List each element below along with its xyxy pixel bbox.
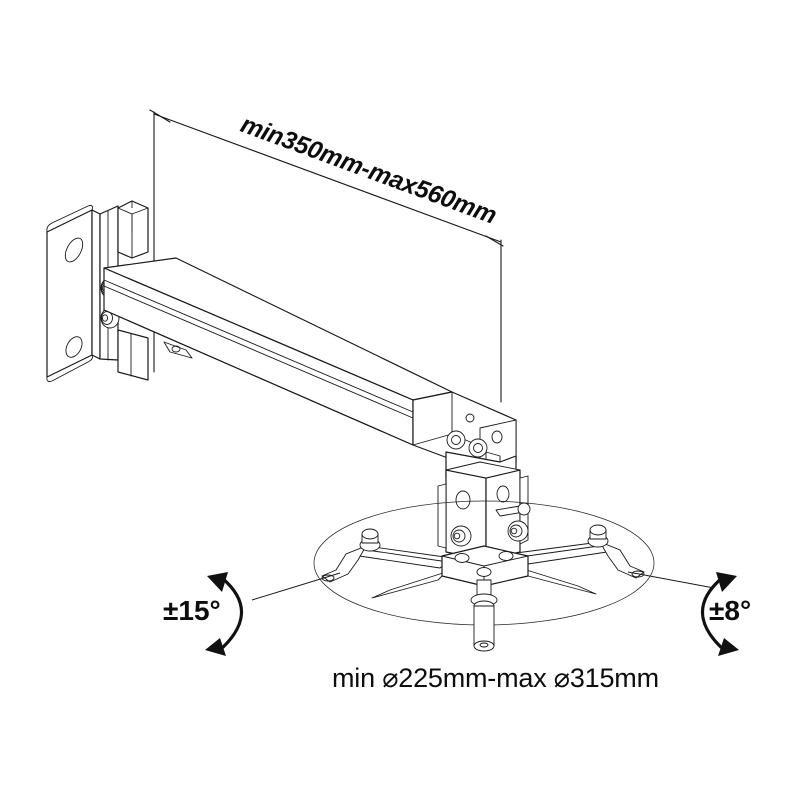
- tilt-hole-right: [496, 485, 510, 503]
- tilt-left-arrow-top: [207, 572, 228, 592]
- tilt-bolt-right-mid: [509, 524, 523, 538]
- leader-line-left: [251, 572, 341, 601]
- arm-bolt-a-inner: [451, 435, 461, 445]
- projector-spider-mount-plate: [321, 524, 645, 599]
- wall-plate-slot-upper: [64, 237, 84, 263]
- wall-plate-slot-lower: [65, 336, 83, 358]
- post-bottom-hole: [479, 642, 489, 648]
- arm-latch-tab: [163, 341, 193, 359]
- spider-arm-back-left-rail: [359, 548, 449, 563]
- arm-pin-right: [491, 430, 503, 444]
- spider-hub-bolt-front: [476, 567, 492, 577]
- arm-front-groove-1: [103, 279, 414, 413]
- tilt-left-arc: [218, 576, 244, 652]
- arm-outer-bottom-edge: [103, 309, 414, 446]
- spider-arm-front-right: [519, 567, 597, 595]
- tilt-side-plate-left: [437, 483, 447, 549]
- tilt-body-top-face: [445, 461, 521, 479]
- spider-tip-back-left: [321, 545, 367, 583]
- wall-bracket-lower-strap: [117, 329, 149, 381]
- diameter-dimension-label: min ⌀225mm-max ⌀315mm: [332, 663, 659, 693]
- wall-plate-bottom-round: [46, 354, 93, 382]
- extension-dim-tick-right: [485, 235, 504, 247]
- leader-line-right: [627, 571, 715, 589]
- wall-bolt-lower-inner: [101, 314, 109, 322]
- tilt-left-arrow-bottom: [205, 638, 226, 656]
- spider-arm-back-right-rail: [519, 544, 607, 558]
- spider-hub-bolt-right: [498, 551, 514, 561]
- extension-dim-line: [153, 113, 502, 243]
- telescoping-extension-arm: [103, 257, 517, 471]
- center-drop-post: [470, 579, 498, 652]
- arm-hole-small: [465, 413, 475, 423]
- arm-bolt-b-outer: [468, 438, 488, 458]
- arm-latch-pin: [171, 345, 181, 353]
- tilt-bolt-right-inner: [510, 527, 518, 535]
- spider-bolt-back-right-head: [589, 524, 607, 536]
- wall-mounting-plate: [46, 200, 149, 382]
- tilt-right-arrow-top: [716, 572, 737, 592]
- arm-front-groove-2: [103, 285, 414, 419]
- post-bottom-cap: [473, 640, 495, 652]
- spider-tip-back-right-hole: [631, 570, 645, 578]
- spider-tip-back-right: [599, 541, 645, 579]
- spider-bolt-back-left-head: [361, 528, 379, 540]
- tilt-left-angle-label: ±15°: [163, 595, 221, 626]
- tilt-bolt-left-inner: [453, 532, 461, 540]
- spider-arm-front-left: [371, 571, 447, 599]
- tilt-hole-left: [455, 490, 471, 510]
- spider-hub-bolt-left: [454, 553, 470, 563]
- wall-plate-top-round: [46, 205, 93, 233]
- tilt-right-arc-arrows: [700, 572, 739, 656]
- wall-plate-edge: [91, 209, 101, 360]
- arm-bolt-b-inner: [473, 443, 483, 453]
- tilt-swivel-joint: [437, 451, 531, 561]
- tilt-left-arc-arrows: [205, 572, 244, 656]
- tilt-right-arc: [700, 576, 726, 652]
- extension-dim-tick-left: [149, 109, 171, 123]
- arm-bolt-a-outer: [446, 430, 466, 450]
- post-shaft: [473, 605, 495, 647]
- tilt-right-arrow-bottom: [718, 638, 739, 656]
- tilt-right-angle-label: ±8°: [709, 595, 752, 626]
- tilt-bolt-left-mid: [452, 529, 466, 543]
- tilt-handle-knob: [517, 502, 531, 516]
